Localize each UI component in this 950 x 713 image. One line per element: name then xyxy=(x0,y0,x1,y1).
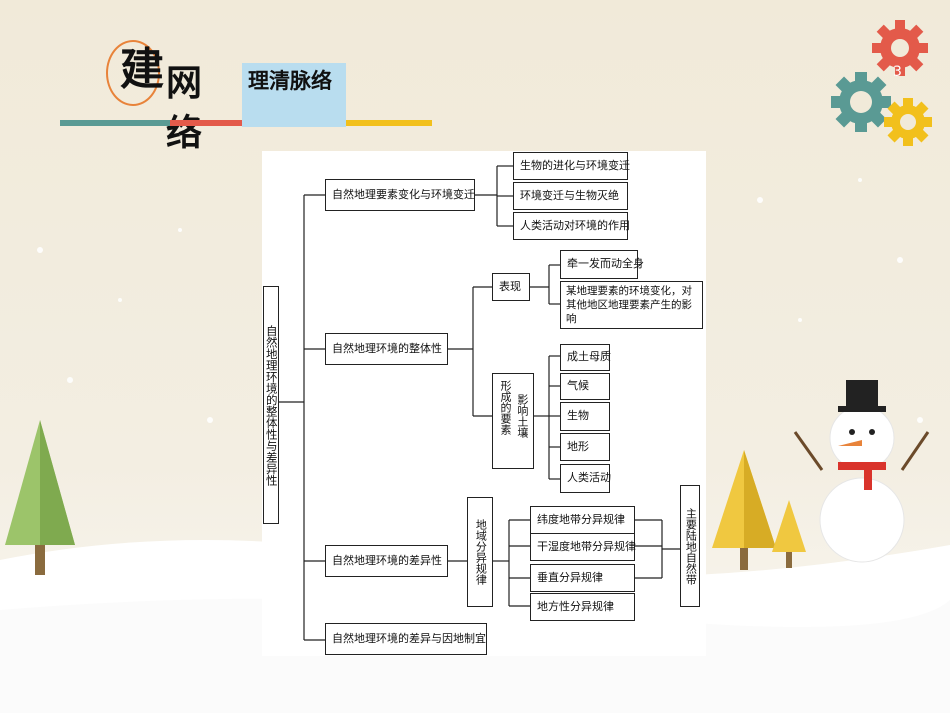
bar-teal xyxy=(60,120,170,126)
soil-factor-node: 影响土壤 形成的要素 xyxy=(492,373,534,469)
soil-item-4: 地形 xyxy=(560,433,610,461)
natural-zone-node: 主要陆地自然带 xyxy=(680,485,700,607)
soil-factor-col-2: 形成的要素 xyxy=(499,380,512,435)
branch-3-node: 自然地理环境的差异性 xyxy=(325,545,448,577)
law-3: 垂直分异规律 xyxy=(530,564,635,592)
biaoxian-item-2: 某地理要素的环境变化，对其他地区地理要素产生的影响 xyxy=(560,281,703,329)
tree-right-icon xyxy=(712,450,806,570)
gears-icon xyxy=(831,20,932,146)
law-4: 地方性分异规律 xyxy=(530,593,635,621)
tree-left-icon xyxy=(5,420,75,575)
soil-item-3: 生物 xyxy=(560,402,610,431)
title-char-jian: 建 xyxy=(120,44,164,95)
page-number: 3 xyxy=(893,64,902,80)
soil-item-2: 气候 xyxy=(560,373,610,400)
branch-1-child-1: 生物的进化与环境变迁 xyxy=(513,152,630,180)
law-1: 纬度地带分异规律 xyxy=(530,506,635,534)
root-node: 自然地理环境的整体性与差异性 xyxy=(263,286,279,524)
biaoxian-node: 表现 xyxy=(492,273,530,301)
branch-1-node: 自然地理要素变化与环境变迁 xyxy=(325,179,475,211)
soil-item-1: 成土母质 xyxy=(560,344,611,371)
law-2: 干湿度地带分异规律 xyxy=(530,533,636,561)
soil-item-5: 人类活动 xyxy=(560,464,611,493)
title-circle xyxy=(106,40,160,106)
subtitle-box: 理清脉络 xyxy=(242,63,346,127)
concept-map: 自然地理环境的整体性与差异性 自然地理要素变化与环境变迁 生物的进化与环境变迁 … xyxy=(262,151,706,656)
bar-yellow xyxy=(346,120,432,126)
connector-lines xyxy=(279,165,680,641)
diyu-fenyi-node: 地域分异规律 xyxy=(467,497,493,607)
branch-2-node: 自然地理环境的整体性 xyxy=(325,333,448,365)
snowman-icon xyxy=(793,380,930,563)
branch-1-child-3: 人类活动对环境的作用 xyxy=(513,212,630,240)
soil-factor-col-1: 影响土壤 xyxy=(515,394,529,438)
branch-4-node: 自然地理环境的差异与因地制宜 xyxy=(325,623,487,655)
bar-red xyxy=(170,120,242,126)
branch-1-child-2: 环境变迁与生物灭绝 xyxy=(513,182,628,210)
title-char-wang: 网 xyxy=(166,63,203,104)
biaoxian-item-1: 牵一发而动全身 xyxy=(560,250,644,279)
